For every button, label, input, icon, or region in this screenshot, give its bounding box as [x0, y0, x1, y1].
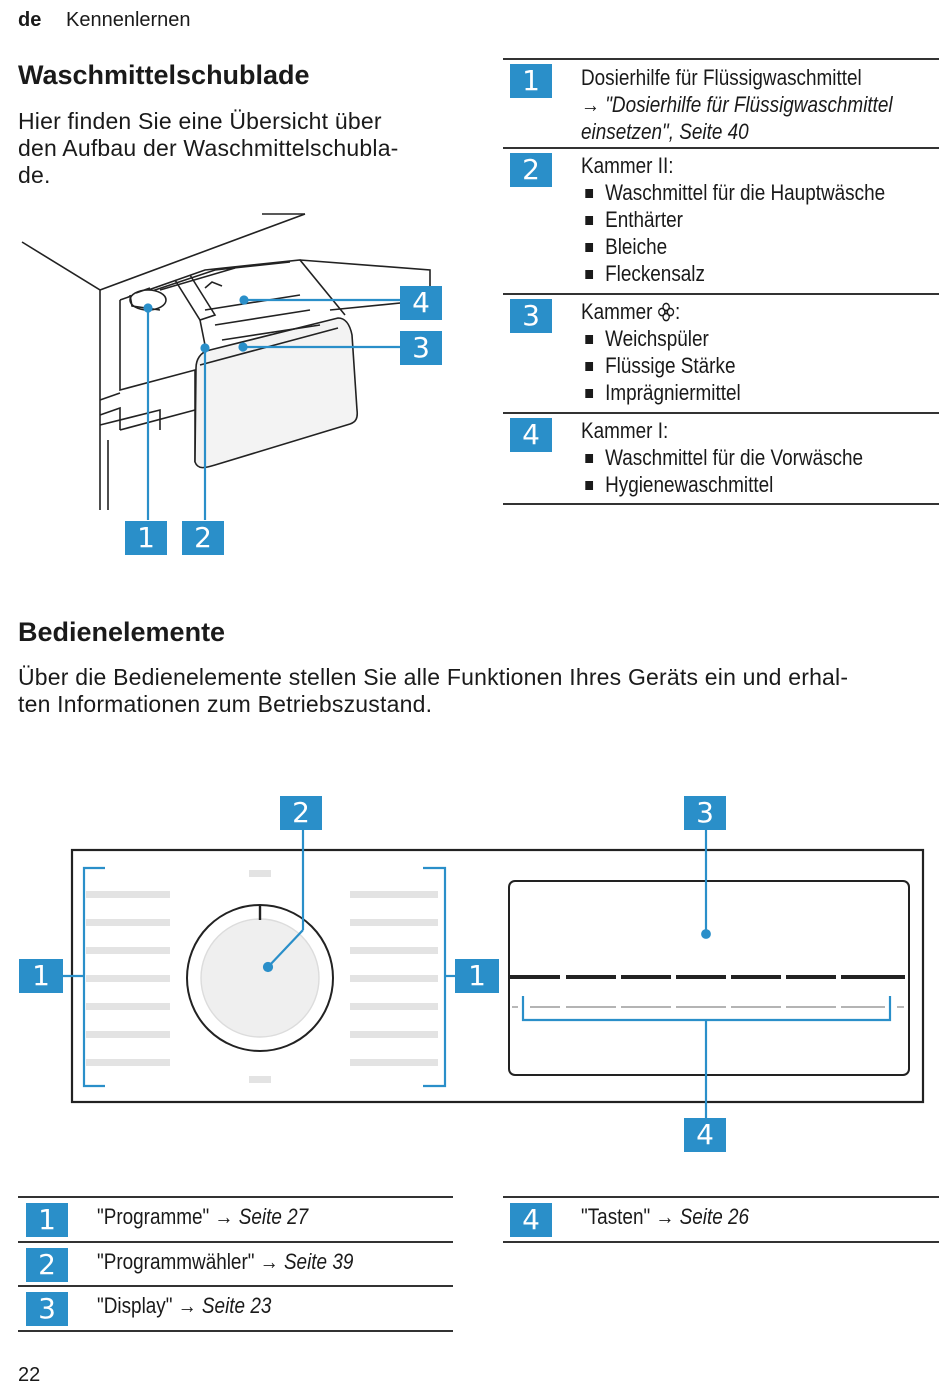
row-number: 2	[26, 1248, 68, 1282]
arrow-icon: →	[581, 92, 600, 117]
row-label: "Display"	[97, 1293, 173, 1318]
page-reference[interactable]: Seite 26	[679, 1204, 750, 1229]
drawer-intro-line: de.	[18, 162, 51, 188]
drawer-intro-line: den Aufbau der Waschmittelschubla-	[18, 135, 399, 161]
control-panel-illustration	[62, 830, 925, 1120]
arrow-icon: →	[259, 1249, 279, 1274]
program-list-right	[350, 891, 438, 1066]
row-title: Kammer	[581, 299, 653, 324]
row-text: "Tasten" → Seite 26	[581, 1203, 749, 1230]
table-row-2: 2 Kammer II: Waschmittel für die Hauptwä…	[503, 147, 939, 286]
row-text: "Display" → Seite 23	[97, 1292, 271, 1319]
drawer-intro: Hier finden Sie eine Übersicht über den …	[18, 108, 458, 189]
drawer-label-4: 4	[400, 286, 442, 320]
arrow-icon: →	[177, 1293, 197, 1318]
section-title: Kennenlernen	[66, 9, 191, 31]
list-item: Hygienewaschmittel	[581, 471, 863, 498]
row-number: 1	[26, 1203, 68, 1237]
page-reference[interactable]: Seite 23	[201, 1293, 272, 1318]
row-number: 2	[510, 153, 552, 187]
row-text: Kammer : Weichspüler Flüssige Stärke Imp…	[581, 298, 741, 406]
row-text: "Programme" → Seite 27	[97, 1203, 308, 1230]
language-code: de	[18, 9, 42, 31]
list-item: Enthärter	[581, 206, 885, 233]
controls-heading: Bedienelemente	[18, 617, 226, 647]
row-number: 1	[510, 64, 552, 98]
row-title-suffix: :	[674, 299, 681, 324]
drawer-illustration	[21, 213, 431, 520]
row-label: "Programmwähler"	[97, 1249, 255, 1274]
table-row-1: 1 "Programme" → Seite 27	[18, 1196, 453, 1237]
page-reference[interactable]: "Dosierhilfe für Flüssigwaschmittel	[605, 92, 893, 117]
flower-icon	[658, 302, 675, 322]
row-title: Kammer II:	[581, 153, 674, 178]
table-bottom-rule	[18, 1330, 453, 1332]
list-item: Waschmittel für die Vorwäsche	[581, 444, 863, 471]
table-row-3: 3 "Display" → Seite 23	[18, 1285, 453, 1326]
program-list-left	[86, 891, 170, 1066]
row-number: 4	[510, 418, 552, 452]
panel-label-1-right: 1	[455, 959, 499, 993]
panel-label-2: 2	[280, 796, 322, 830]
drawer-label-2: 2	[182, 521, 224, 555]
page-reference[interactable]: Seite 27	[238, 1204, 309, 1229]
row-number: 3	[510, 299, 552, 333]
list-item: Bleiche	[581, 233, 885, 260]
drawer-intro-line: Hier finden Sie eine Übersicht über	[18, 108, 382, 134]
list-item: Flüssige Stärke	[581, 352, 741, 379]
controls-intro-line: ten Informationen zum Betriebszustand.	[18, 691, 433, 717]
row-label: "Programme"	[97, 1204, 210, 1229]
row-text: "Programmwähler" → Seite 39	[97, 1248, 353, 1275]
page-number: 22	[18, 1364, 41, 1386]
controls-intro: Über die Bedienelemente stellen Sie alle…	[18, 664, 938, 718]
table-bottom-rule	[503, 1241, 939, 1243]
panel-label-3: 3	[684, 796, 726, 830]
row-title: Kammer I:	[581, 418, 669, 443]
table-row-4: 4 "Tasten" → Seite 26	[503, 1196, 939, 1237]
row-item-list: Weichspüler Flüssige Stärke Imprägniermi…	[581, 325, 741, 406]
row-label: "Tasten"	[581, 1204, 651, 1229]
row-number: 3	[26, 1292, 68, 1326]
row-title: Dosierhilfe für Flüssigwaschmittel	[581, 65, 862, 90]
row-item-list: Waschmittel für die Hauptwäsche Enthärte…	[581, 179, 885, 287]
drawer-label-1: 1	[125, 521, 167, 555]
table-row-3: 3 Kammer : Weichspüler Flüssige Stärke I…	[503, 293, 939, 405]
row-text: Kammer II: Waschmittel für die Hauptwäsc…	[581, 152, 885, 287]
row-text: Kammer I: Waschmittel für die Vorwäsche …	[581, 417, 863, 498]
table-row-1: 1 Dosierhilfe für Flüssigwaschmittel → "…	[503, 58, 939, 144]
row-item-list: Waschmittel für die Vorwäsche Hygienewas…	[581, 444, 863, 498]
list-item: Waschmittel für die Hauptwäsche	[581, 179, 885, 206]
arrow-icon: →	[655, 1204, 675, 1229]
drawer-label-3: 3	[400, 331, 442, 365]
drawer-heading: Waschmittelschublade	[18, 60, 310, 90]
list-item: Weichspüler	[581, 325, 741, 352]
row-text: Dosierhilfe für Flüssigwaschmittel → "Do…	[581, 64, 893, 145]
table-row-4: 4 Kammer I: Waschmittel für die Vorwäsch…	[503, 412, 939, 497]
row-number: 4	[510, 1203, 552, 1237]
controls-intro-line: Über die Bedienelemente stellen Sie alle…	[18, 664, 849, 690]
page-reference[interactable]: Seite 39	[283, 1249, 354, 1274]
panel-label-4: 4	[684, 1118, 726, 1152]
arrow-icon: →	[214, 1204, 234, 1229]
page-reference-cont[interactable]: einsetzen", Seite 40	[581, 119, 749, 144]
list-item: Imprägniermittel	[581, 379, 741, 406]
list-item: Fleckensalz	[581, 260, 885, 287]
table-bottom-rule	[503, 503, 939, 505]
table-row-2: 2 "Programmwähler" → Seite 39	[18, 1241, 453, 1282]
panel-label-1-left: 1	[19, 959, 63, 993]
